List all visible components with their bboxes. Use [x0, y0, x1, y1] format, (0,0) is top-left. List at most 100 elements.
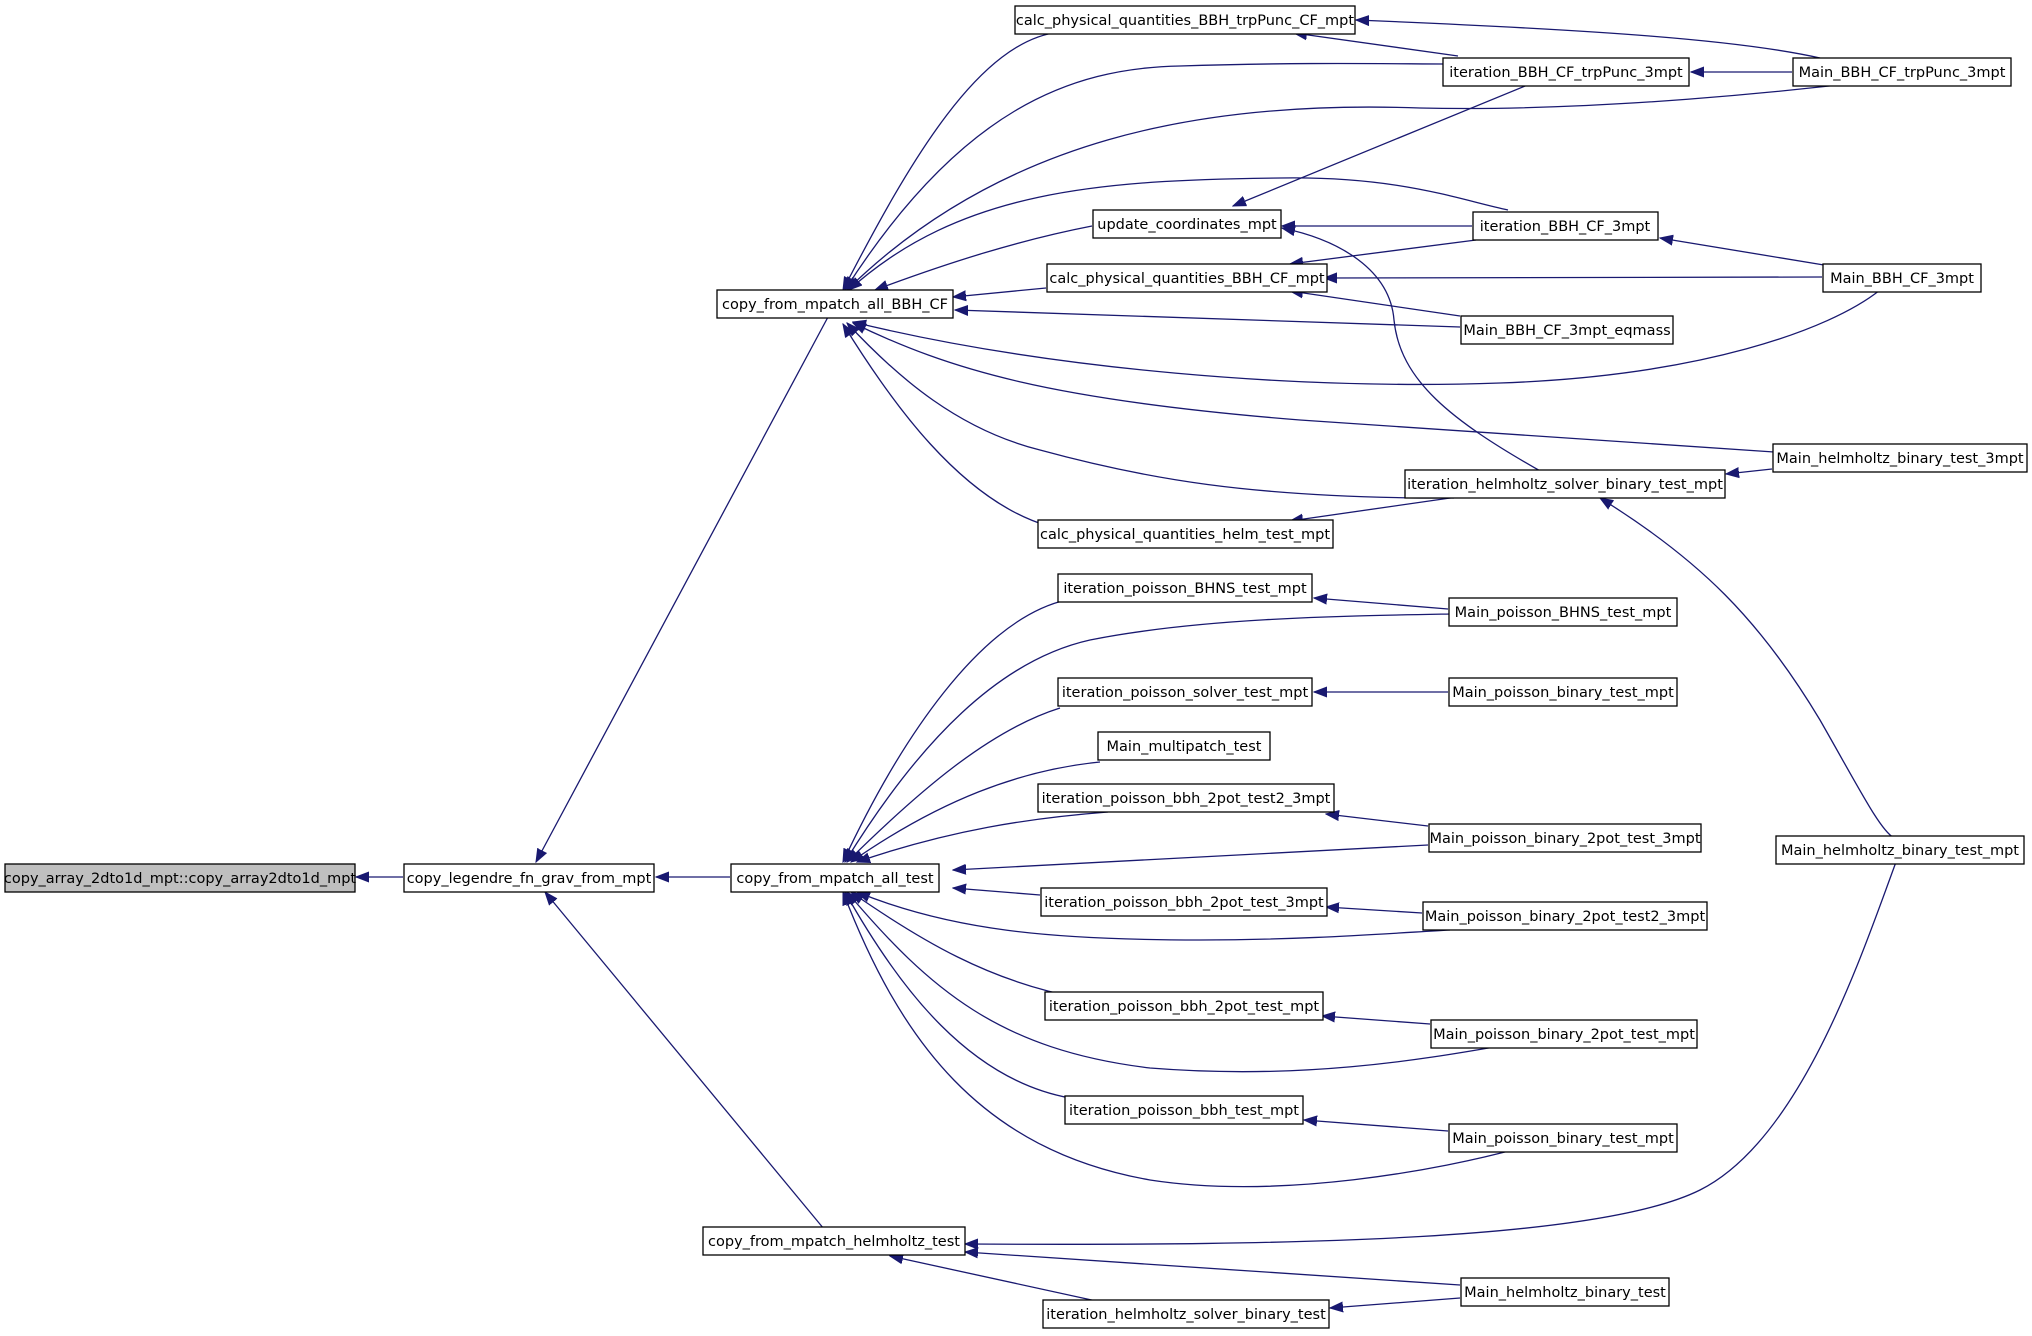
edge-it-2pot-to-alltest [851, 892, 1081, 999]
edge-main-helm-mpt-to-it-helm-mpt [1600, 498, 1895, 839]
node-main-bhns-label: Main_poisson_BHNS_test_mpt [1455, 605, 1672, 621]
node-alltest-label: copy_from_mpatch_all_test [736, 871, 934, 887]
node-main-2pot2[interactable]: Main_poisson_binary_2pot_test2_3mpt [1422, 901, 1708, 931]
edge-eqmass-to-calc-cf [1290, 291, 1461, 317]
node-it-bhns[interactable]: iteration_poisson_BHNS_test_mpt [1057, 573, 1313, 603]
node-main-2pot2-label: Main_poisson_binary_2pot_test2_3mpt [1425, 909, 1706, 925]
node-legendre-label: copy_legendre_fn_grav_from_mpt [407, 871, 652, 887]
edge-it-helm-mpt-to-update [1282, 228, 1543, 473]
node-main-multi-label: Main_multipatch_test [1107, 739, 1262, 755]
edge-main-helm-mpt-to-helmtest [965, 861, 1897, 1244]
node-main-2pot-label: Main_poisson_binary_2pot_test_mpt [1433, 1027, 1695, 1043]
node-main-cf3-label: Main_BBH_CF_3mpt [1830, 271, 1974, 287]
node-main-helm-label: Main_helmholtz_binary_test [1464, 1285, 1666, 1301]
edge-it-trp-to-calc-trp [1294, 33, 1459, 57]
node-it-cf3-label: iteration_BBH_CF_3mpt [1480, 219, 1651, 235]
node-it-cf3[interactable]: iteration_BBH_CF_3mpt [1472, 211, 1659, 241]
node-legendre[interactable]: copy_legendre_fn_grav_from_mpt [403, 863, 655, 893]
node-bbhcf-label: copy_from_mpatch_all_BBH_CF [722, 297, 948, 313]
node-main-cf3[interactable]: Main_BBH_CF_3mpt [1822, 263, 1982, 293]
node-update-label: update_coordinates_mpt [1097, 217, 1277, 233]
node-main-helm3[interactable]: Main_helmholtz_binary_test_3mpt [1772, 443, 2028, 473]
node-main-pbin2-label: Main_poisson_binary_test_mpt [1452, 1131, 1674, 1147]
node-it-trp-label: iteration_BBH_CF_trpPunc_3mpt [1449, 65, 1683, 81]
node-it-helm[interactable]: iteration_helmholtz_solver_binary_test [1042, 1299, 1330, 1329]
node-main-eqmass[interactable]: Main_BBH_CF_3mpt_eqmass [1460, 315, 1674, 345]
edge-main-helm3-to-it-helm-mpt [1726, 469, 1773, 474]
edge-it-helm-mpt-to-bbhcf [847, 323, 1454, 499]
edge-main-helm3-to-bbhcf [853, 323, 1775, 453]
node-update[interactable]: update_coordinates_mpt [1092, 209, 1282, 239]
node-it-bhns-label: iteration_poisson_BHNS_test_mpt [1063, 581, 1307, 597]
node-it-2pot2-label: iteration_poisson_bbh_2pot_test2_3mpt [1042, 791, 1331, 807]
edge-main-pbin2-to-alltest [842, 892, 1521, 1188]
node-calc-trp[interactable]: calc_physical_quantities_BBH_trpPunc_CF_… [1014, 5, 1356, 35]
edge-main-cf3-to-bbhcf [853, 289, 1881, 385]
node-calc-cf[interactable]: calc_physical_quantities_BBH_CF_mpt [1046, 263, 1328, 293]
node-helmtest[interactable]: copy_from_mpatch_helmholtz_test [702, 1226, 966, 1256]
edge-calc-trp-to-bbhcf [843, 31, 1061, 290]
edge-it-helm-mpt-to-calc-helm [1290, 495, 1465, 521]
edge-main-bhns-to-alltest [845, 613, 1451, 862]
edge-eqmass-to-bbhcf [955, 310, 1461, 328]
edge-it-cf3-to-calc-cf [1290, 239, 1477, 264]
node-calc-cf-label: calc_physical_quantities_BBH_CF_mpt [1049, 271, 1325, 287]
edge-main-2pot3-to-alltest [953, 844, 1429, 870]
edge-it-trp-to-bbhcf [845, 62, 1447, 291]
edge-update-to-it-trp [1233, 83, 1531, 207]
edge-it-bbh-to-alltest [845, 892, 1071, 1099]
node-main-multi[interactable]: Main_multipatch_test [1097, 731, 1271, 761]
node-main-trp[interactable]: Main_BBH_CF_trpPunc_3mpt [1792, 57, 2012, 87]
node-it-psolver[interactable]: iteration_poisson_solver_test_mpt [1057, 677, 1313, 707]
node-root-label: copy_array_2dto1d_mpt::copy_array2dto1d_… [4, 871, 356, 887]
node-calc-helm-label: calc_physical_quantities_helm_test_mpt [1040, 527, 1330, 543]
node-main-pbin1[interactable]: Main_poisson_binary_test_mpt [1448, 677, 1678, 707]
edge-it-bhns-to-alltest [843, 599, 1067, 862]
node-main-pbin2[interactable]: Main_poisson_binary_test_mpt [1448, 1123, 1678, 1153]
edge-main-trp-to-calc-trp [1356, 20, 1821, 59]
node-root[interactable]: copy_array_2dto1d_mpt::copy_array2dto1d_… [4, 863, 356, 893]
edge-update-to-bbhcf [875, 225, 1093, 290]
edge-helmtest-to-legendre [545, 892, 825, 1230]
node-it-2pot[interactable]: iteration_poisson_bbh_2pot_test_mpt [1044, 991, 1324, 1021]
node-it-helm-mpt-label: iteration_helmholtz_solver_binary_test_m… [1407, 477, 1723, 493]
node-helmtest-label: copy_from_mpatch_helmholtz_test [708, 1234, 960, 1250]
edge-main-2pot-to-alltest [847, 892, 1501, 1073]
node-it-psolver-label: iteration_poisson_solver_test_mpt [1062, 685, 1309, 701]
edge-it-cf3-to-bbhcf [849, 177, 1509, 290]
edge-main-helm-to-helmtest [965, 1252, 1461, 1286]
node-it-bbh-label: iteration_poisson_bbh_test_mpt [1069, 1103, 1299, 1119]
nodes: copy_array_2dto1d_mpt::copy_array2dto1d_… [4, 5, 2028, 1329]
node-it-trp[interactable]: iteration_BBH_CF_trpPunc_3mpt [1442, 57, 1690, 87]
edge-main-cf3-to-calc-cf [1324, 277, 1823, 278]
edge-it-psolver-to-alltest [847, 707, 1061, 862]
node-main-2pot[interactable]: Main_poisson_binary_2pot_test_mpt [1430, 1019, 1698, 1049]
node-it-helm-label: iteration_helmholtz_solver_binary_test [1046, 1307, 1326, 1323]
node-main-bhns[interactable]: Main_poisson_BHNS_test_mpt [1448, 597, 1678, 627]
node-bbhcf[interactable]: copy_from_mpatch_all_BBH_CF [716, 289, 954, 319]
edge-calc-cf-to-bbhcf [953, 287, 1047, 297]
edge-main-2pot-to-it-2pot [1322, 1016, 1431, 1025]
node-it-2pot3[interactable]: iteration_poisson_bbh_2pot_test_3mpt [1040, 887, 1328, 917]
node-it-2pot-label: iteration_poisson_bbh_2pot_test_mpt [1049, 999, 1320, 1015]
node-main-helm3-label: Main_helmholtz_binary_test_3mpt [1776, 451, 2024, 467]
edge-main-2pot2-to-it-2pot3 [1326, 907, 1423, 914]
node-main-2pot3-label: Main_poisson_binary_2pot_test_3mpt [1429, 831, 1700, 847]
edges [356, 20, 1897, 1308]
edge-main-pbin2-to-it-bbh [1304, 1120, 1449, 1132]
edge-it-2pot2-to-alltest [857, 811, 1109, 862]
node-main-helm-mpt[interactable]: Main_helmholtz_binary_test_mpt [1775, 835, 2025, 865]
node-it-2pot3-label: iteration_poisson_bbh_2pot_test_3mpt [1044, 895, 1324, 911]
node-it-helm-mpt[interactable]: iteration_helmholtz_solver_binary_test_m… [1404, 469, 1726, 499]
node-it-bbh[interactable]: iteration_poisson_bbh_test_mpt [1064, 1095, 1304, 1125]
node-it-2pot2[interactable]: iteration_poisson_bbh_2pot_test2_3mpt [1037, 783, 1335, 813]
node-main-2pot3[interactable]: Main_poisson_binary_2pot_test_3mpt [1428, 823, 1702, 853]
node-main-helm-mpt-label: Main_helmholtz_binary_test_mpt [1781, 843, 2019, 859]
edge-main-cf3-to-it-cf3 [1660, 238, 1831, 267]
edge-it-2pot3-to-alltest [953, 888, 1041, 896]
node-alltest[interactable]: copy_from_mpatch_all_test [730, 863, 940, 893]
node-main-helm[interactable]: Main_helmholtz_binary_test [1460, 1277, 1670, 1307]
node-calc-helm[interactable]: calc_physical_quantities_helm_test_mpt [1037, 519, 1334, 549]
node-main-trp-label: Main_BBH_CF_trpPunc_3mpt [1799, 65, 2006, 81]
